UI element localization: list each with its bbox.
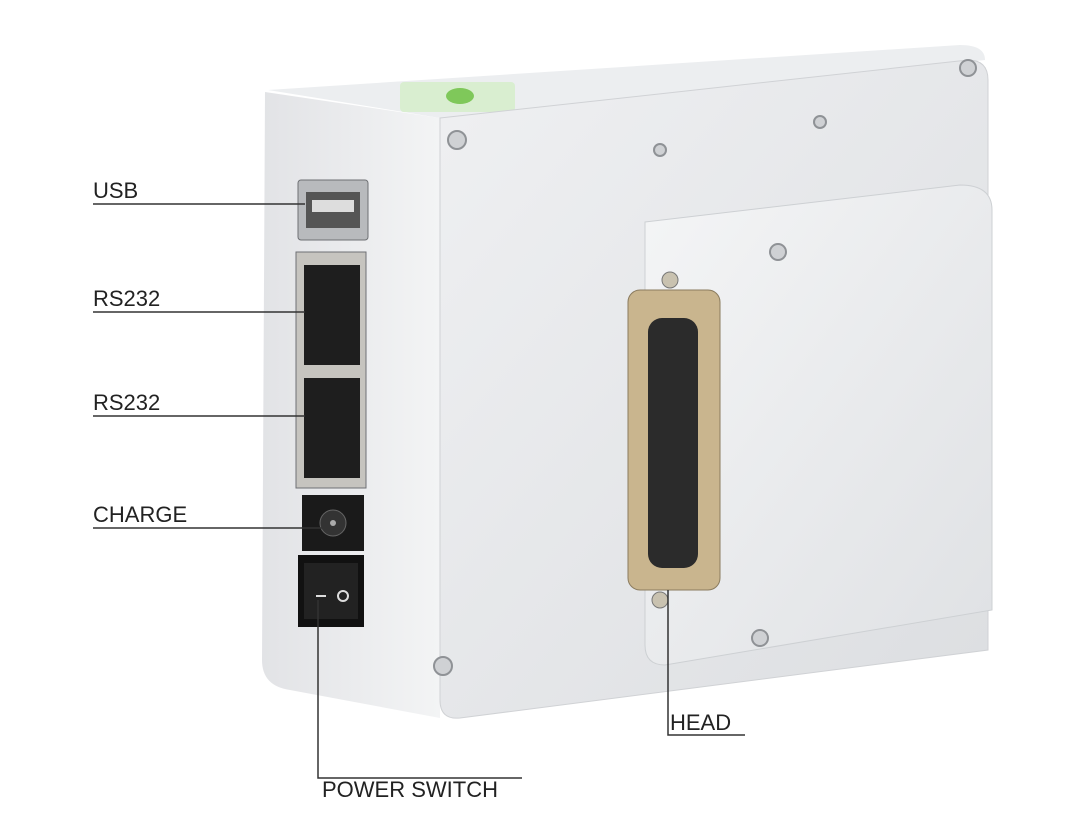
status-led xyxy=(446,88,474,104)
db25-connector xyxy=(627,271,721,609)
label-power-switch: POWER SWITCH xyxy=(322,777,498,802)
power-switch xyxy=(298,555,364,627)
callout-lines xyxy=(93,203,745,779)
head-module xyxy=(644,184,993,666)
charge-jack xyxy=(302,495,364,551)
label-head: HEAD xyxy=(670,710,731,735)
rs232-ports xyxy=(295,251,367,489)
label-charge: CHARGE xyxy=(93,502,187,527)
label-usb: USB xyxy=(93,178,138,203)
label-rs232-top: RS232 xyxy=(93,286,160,311)
usb-port xyxy=(297,179,369,241)
label-rs232-bottom: RS232 xyxy=(93,390,160,415)
